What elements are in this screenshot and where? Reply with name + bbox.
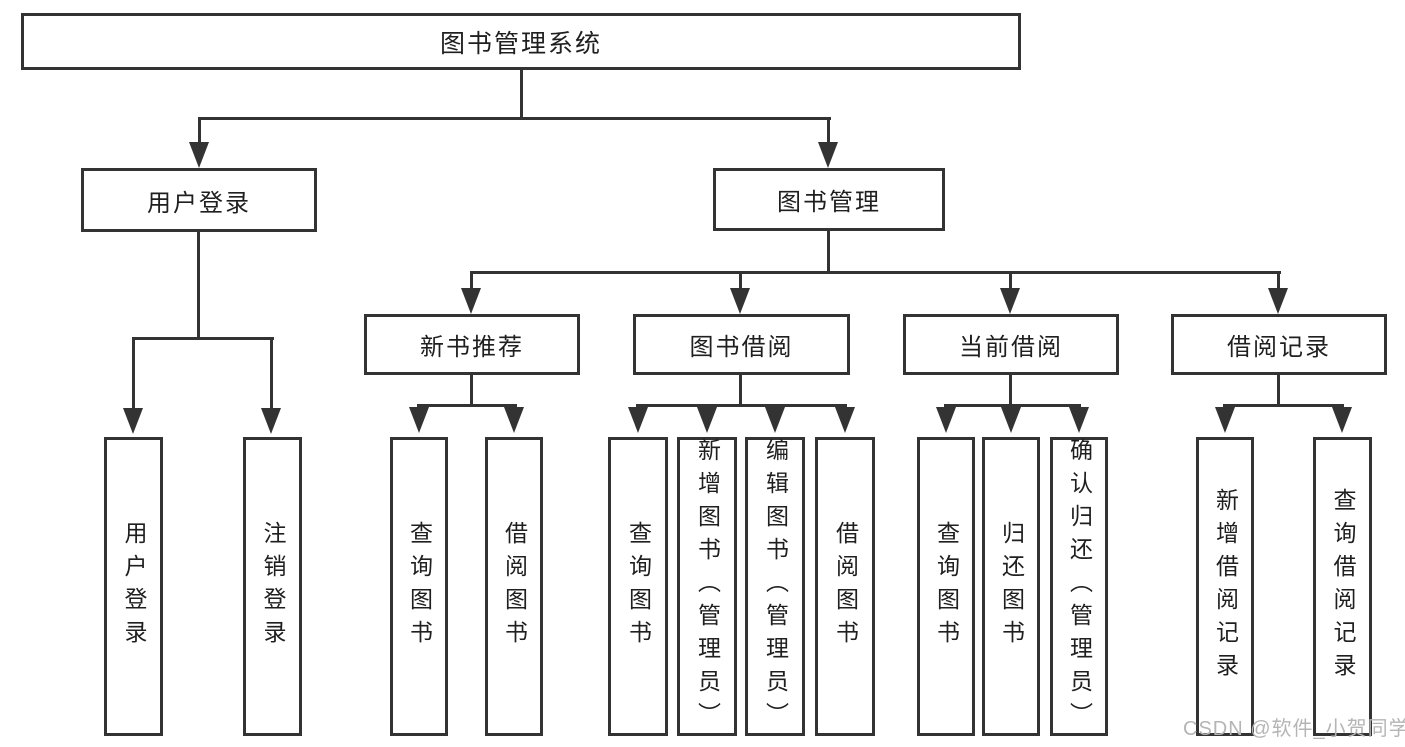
leaf-user-login: 用户登录	[104, 437, 163, 736]
node-new-book-recommendation: 新书推荐	[364, 314, 580, 375]
arrowhead-down-icon	[835, 407, 855, 433]
arrowhead-down-icon	[1215, 407, 1235, 433]
tree-connector	[1223, 404, 1344, 407]
tree-connector	[417, 404, 517, 407]
node-label: 用户登录	[147, 189, 251, 217]
leaf-logout: 注销登录	[243, 437, 302, 736]
node-book-borrowing: 图书借阅	[633, 314, 850, 375]
tree-connector	[1277, 273, 1280, 290]
leaf-current-return-books: 归还图书	[982, 437, 1040, 736]
arrowhead-down-icon	[504, 407, 524, 433]
tree-connector	[470, 271, 1281, 274]
node-root: 图书管理系统	[21, 13, 1021, 70]
leaf-borrow-borrow-books: 借阅图书	[815, 437, 875, 736]
tree-connector	[198, 119, 201, 144]
tree-connector	[827, 231, 830, 274]
leaf-records-query-borrow-record: 查询借阅记录	[1313, 437, 1372, 736]
arrowhead-down-icon	[1268, 288, 1288, 314]
tree-connector	[739, 273, 742, 290]
tree-connector	[132, 339, 135, 410]
leaf-label: 归还图书	[998, 520, 1025, 653]
leaf-label: 新增借阅记录	[1212, 487, 1239, 686]
node-label: 图书管理	[777, 189, 881, 216]
arrowhead-down-icon	[1000, 288, 1020, 314]
tree-connector	[827, 119, 830, 144]
arrowhead-down-icon	[697, 407, 717, 433]
node-label: 当前借阅	[959, 334, 1063, 361]
leaf-label: 确认归还（管理员）	[1066, 438, 1093, 735]
tree-connector	[636, 404, 847, 407]
tree-connector	[132, 337, 274, 340]
leaf-label: 编辑图书（管理员）	[762, 438, 789, 735]
arrowhead-down-icon	[730, 288, 750, 314]
tree-connector	[470, 373, 473, 407]
tree-connector	[944, 404, 1081, 407]
leaf-label: 新增图书（管理员）	[694, 438, 721, 735]
leaf-label: 查询图书	[625, 520, 652, 653]
arrowhead-down-icon	[1001, 407, 1021, 433]
tree-connector	[197, 232, 200, 340]
arrowhead-down-icon	[765, 407, 785, 433]
arrowhead-down-icon	[1069, 407, 1089, 433]
node-label: 图书借阅	[689, 334, 794, 361]
tree-connector	[1277, 373, 1280, 407]
node-root-label: 图书管理系统	[439, 29, 602, 58]
leaf-label: 查询借阅记录	[1330, 487, 1356, 686]
leaf-recommend-query-books: 查询图书	[390, 437, 448, 736]
tree-connector	[470, 273, 473, 290]
tree-connector	[198, 117, 831, 120]
tree-connector	[1009, 373, 1012, 407]
leaf-records-add-borrow-record: 新增借阅记录	[1196, 437, 1254, 736]
leaf-label: 借阅图书	[501, 520, 528, 653]
leaf-label: 借阅图书	[832, 520, 859, 653]
tree-connector	[520, 70, 523, 120]
leaf-label: 查询图书	[406, 520, 433, 653]
leaf-label: 注销登录	[260, 520, 286, 653]
arrowhead-down-icon	[123, 408, 143, 434]
arrowhead-down-icon	[936, 407, 956, 433]
arrowhead-down-icon	[628, 407, 648, 433]
leaf-label: 查询图书	[933, 520, 960, 653]
arrowhead-down-icon	[1332, 407, 1352, 433]
tree-connector	[1009, 273, 1012, 290]
leaf-borrow-edit-books-admin: 编辑图书（管理员）	[745, 437, 805, 736]
tree-connector	[270, 339, 273, 410]
leaf-current-confirm-return-admin: 确认归还（管理员）	[1050, 437, 1108, 736]
arrowhead-down-icon	[261, 408, 281, 434]
node-label: 新书推荐	[420, 334, 524, 361]
leaf-recommend-borrow-books: 借阅图书	[485, 437, 543, 736]
leaf-label: 用户登录	[121, 520, 147, 653]
node-current-borrowing: 当前借阅	[903, 314, 1119, 375]
arrowhead-down-icon	[818, 142, 838, 168]
arrowhead-down-icon	[461, 288, 481, 314]
arrowhead-down-icon	[189, 142, 209, 168]
node-borrowing-records: 借阅记录	[1171, 314, 1387, 375]
node-user-login: 用户登录	[81, 168, 317, 232]
arrowhead-down-icon	[409, 407, 429, 433]
node-book-management: 图书管理	[713, 168, 945, 231]
leaf-current-query-books: 查询图书	[917, 437, 975, 736]
leaf-borrow-add-books-admin: 新增图书（管理员）	[677, 437, 737, 736]
watermark: CSDN @软件_小贺同学	[1183, 718, 1405, 740]
leaf-borrow-query-books: 查询图书	[608, 437, 668, 736]
node-label: 借阅记录	[1227, 334, 1331, 361]
tree-connector	[739, 373, 742, 407]
